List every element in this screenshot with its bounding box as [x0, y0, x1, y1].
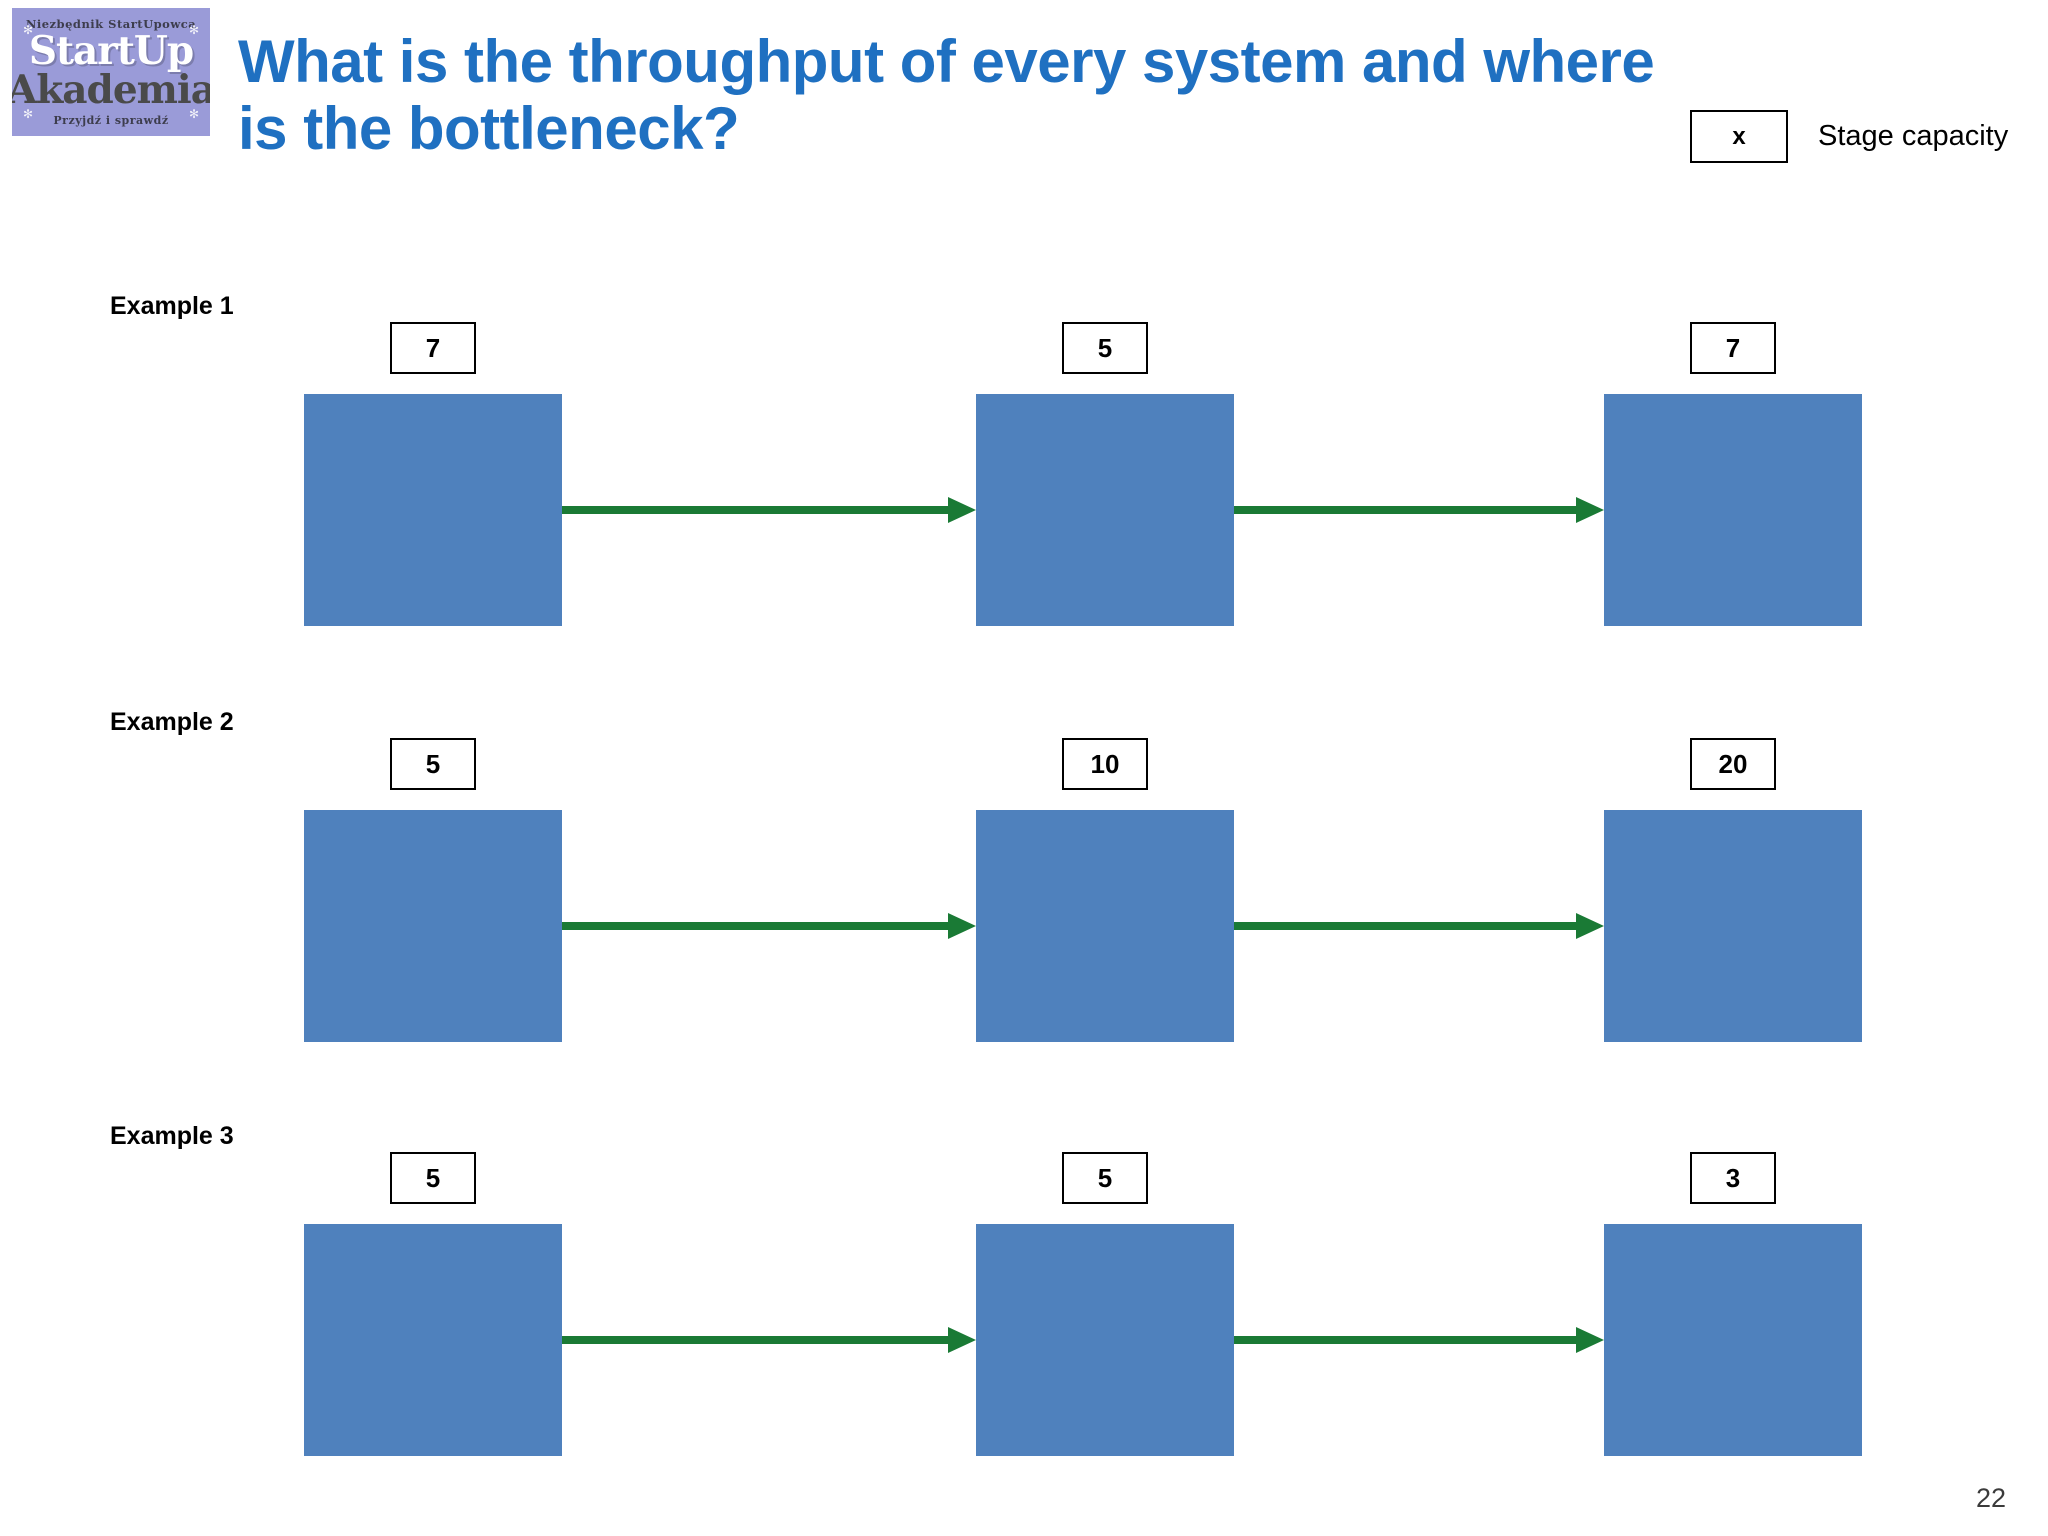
logo-ornament-icon: ✻ — [188, 107, 200, 121]
example-label: Example 2 — [110, 708, 234, 736]
flow-arrow-icon — [562, 1327, 976, 1353]
flow-arrow-icon — [1234, 497, 1604, 523]
stage-capacity-box: 7 — [1690, 322, 1776, 374]
process-flow: 5 10 20 — [0, 738, 2048, 1042]
stage-block — [976, 810, 1234, 1042]
process-flow: 7 5 7 — [0, 322, 2048, 626]
stage-capacity-box: 5 — [1062, 1152, 1148, 1204]
slide-title-line-1: What is the throughput of every system a… — [238, 28, 1655, 95]
stage-capacity-box: 5 — [1062, 322, 1148, 374]
logo-tagline-top: Niezbędnik StartUpowca — [25, 17, 197, 32]
stage-block — [304, 394, 562, 626]
stage-3: 7 — [1604, 322, 1862, 626]
stage-capacity-box: 3 — [1690, 1152, 1776, 1204]
startup-akademia-logo: ✻ ✻ ✻ ✻ Niezbędnik StartUpowca StartUp A… — [12, 8, 210, 136]
logo-word-akademia: Akademia — [12, 66, 210, 113]
stage-capacity-box: 7 — [390, 322, 476, 374]
example-label: Example 3 — [110, 1122, 234, 1150]
stage-block — [976, 394, 1234, 626]
stage-block — [1604, 1224, 1862, 1456]
stage-2: 5 — [976, 322, 1234, 626]
legend-symbol-box: x — [1690, 110, 1788, 163]
example-label: Example 1 — [110, 292, 234, 320]
stage-block — [304, 1224, 562, 1456]
flow-arrow-icon — [562, 913, 976, 939]
stage-1: 7 — [304, 322, 562, 626]
stage-capacity-box: 5 — [390, 1152, 476, 1204]
logo-ornament-icon: ✻ — [22, 107, 34, 121]
legend: x Stage capacity — [1690, 110, 2008, 163]
stage-block — [976, 1224, 1234, 1456]
slide-title: What is the throughput of every system a… — [238, 28, 1798, 162]
flow-arrow-icon — [562, 497, 976, 523]
logo-ornament-icon: ✻ — [188, 23, 200, 37]
stage-capacity-box: 20 — [1690, 738, 1776, 790]
logo-tagline-bottom: Przyjdź i sprawdź — [53, 113, 169, 127]
stage-block — [1604, 810, 1862, 1042]
stage-capacity-box: 5 — [390, 738, 476, 790]
stage-block — [304, 810, 562, 1042]
logo-ornament-icon: ✻ — [22, 23, 34, 37]
process-flow: 5 5 3 — [0, 1152, 2048, 1456]
slide-title-line-2: is the bottleneck? — [238, 95, 740, 163]
flow-arrow-icon — [1234, 913, 1604, 939]
stage-1: 5 — [304, 738, 562, 1042]
flow-arrow-icon — [1234, 1327, 1604, 1353]
stage-3: 20 — [1604, 738, 1862, 1042]
legend-label: Stage capacity — [1818, 120, 2009, 152]
stage-block — [1604, 394, 1862, 626]
stage-3: 3 — [1604, 1152, 1862, 1456]
stage-capacity-box: 10 — [1062, 738, 1148, 790]
stage-1: 5 — [304, 1152, 562, 1456]
page-number: 22 — [1975, 1483, 2006, 1513]
stage-2: 5 — [976, 1152, 1234, 1456]
stage-2: 10 — [976, 738, 1234, 1042]
logo-word-startup: StartUp — [28, 28, 194, 75]
